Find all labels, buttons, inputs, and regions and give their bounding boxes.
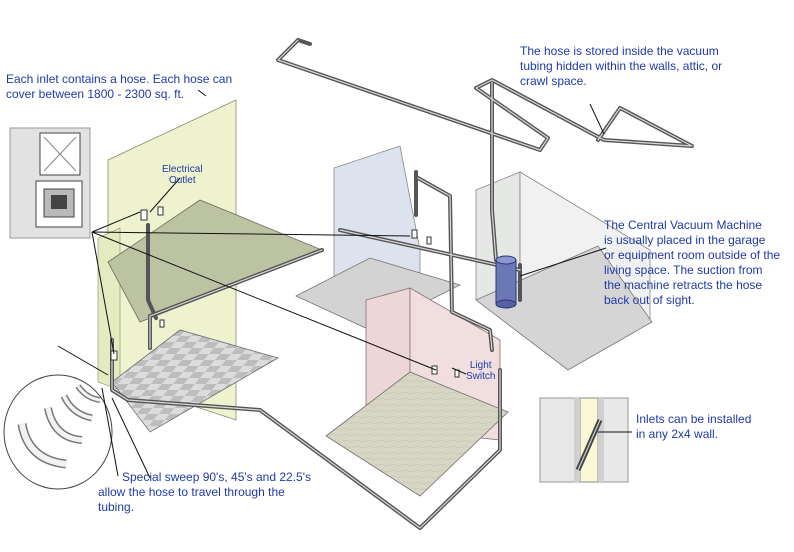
wall-inlet: [157, 206, 164, 216]
note-sweeps: Special sweep 90's, 45's and 22.5's allo…: [98, 470, 311, 514]
wall-inlet: [411, 229, 418, 239]
sweep-fittings: [3, 374, 113, 490]
left-room-side-wall: [97, 227, 121, 391]
center-room-floor: [295, 257, 462, 331]
label-electrical-outlet: Electrical Outlet: [162, 164, 203, 186]
wall-cutaway-inset: [539, 397, 629, 483]
wall-inlet: [159, 319, 165, 328]
pink-room-floor: [325, 371, 509, 497]
tubing-highlight: [111, 39, 693, 529]
note-central-machine: The Central Vacuum Machine is usually pl…: [604, 218, 781, 307]
note-inlets-install: Inlets can be installed in any 2x4 wall.: [636, 412, 752, 441]
note-inlet-hose: Each inlet contains a hose. Each hose ca…: [6, 72, 233, 101]
leader-lines: [57, 89, 632, 479]
wall-inlet: [140, 209, 148, 221]
wall-inlet: [426, 236, 432, 245]
center-room-wall: [333, 145, 421, 283]
label-light-switch: Light Switch: [466, 360, 496, 382]
left-room-tile-floor: [111, 329, 280, 433]
wall-inlet: [110, 350, 118, 361]
central-vacuum-machine: [495, 255, 517, 309]
inlet-inset: [9, 127, 91, 239]
note-hose-storage: The hose is stored inside the vacuum tub…: [520, 44, 723, 88]
wall-inlet: [431, 365, 438, 375]
